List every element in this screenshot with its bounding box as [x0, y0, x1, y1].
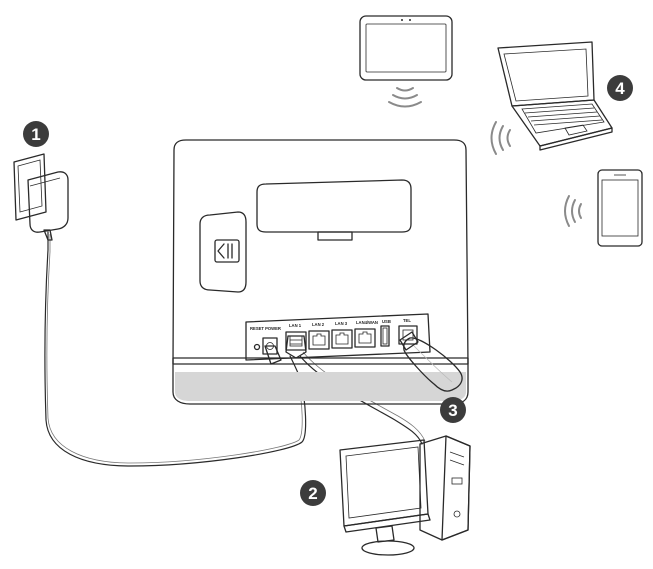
computer-monitor-screen — [346, 447, 421, 518]
port-label-tel: TEL — [403, 318, 411, 323]
laptop — [492, 42, 613, 154]
router-slot-tab — [318, 232, 352, 240]
port-label-lan1: LAN 1 — [289, 323, 302, 328]
laptop-touchpad — [565, 125, 587, 135]
port-label-lan3: LAN 3 — [335, 321, 348, 326]
port-label-lan2: LAN 2 — [312, 322, 325, 327]
laptop-edge — [540, 128, 612, 150]
desktop-computer — [340, 436, 470, 555]
tablet-screen — [366, 24, 446, 72]
step-badge-2: 2 — [300, 480, 326, 506]
smartphone — [565, 170, 642, 246]
laptop-wireless-icon — [492, 122, 511, 154]
lan2-port[interactable] — [309, 331, 329, 349]
step-badge-2-number: 2 — [308, 484, 317, 503]
router: RESET POWER LAN 1 LAN 2 LAN 3 LAN4/WAN U… — [173, 140, 468, 404]
laptop-screen — [504, 49, 588, 101]
lan4-wan-port[interactable] — [355, 329, 375, 347]
router-rear-slot — [257, 180, 411, 232]
port-label-lan4-wan: LAN4/WAN — [356, 320, 378, 325]
step-badge-4: 4 — [607, 75, 633, 101]
computer-stand-base — [362, 541, 414, 555]
step-badge-3-number: 3 — [448, 401, 457, 420]
step-badge-3: 3 — [440, 397, 466, 423]
reset-pinhole[interactable] — [255, 345, 260, 350]
tablet-wireless-icon — [389, 88, 421, 107]
ethernet-plug — [286, 336, 306, 358]
port-label-usb: USB — [382, 319, 391, 324]
computer-stand — [376, 526, 394, 542]
lan1-port[interactable] — [286, 332, 306, 350]
router-base-band — [175, 372, 466, 401]
step-badge-1-number: 1 — [31, 125, 40, 144]
power-adapter — [14, 154, 68, 240]
usb-port[interactable] — [381, 326, 389, 346]
battery-cover-icon — [215, 240, 239, 262]
tablet — [360, 16, 452, 107]
power-cable-inner — [47, 234, 302, 463]
tablet-frame — [360, 16, 452, 80]
step-badge-4-number: 4 — [615, 79, 625, 98]
step-badge-1: 1 — [23, 121, 49, 147]
phone-wireless-icon — [565, 196, 581, 226]
phone-frame — [598, 170, 642, 246]
port-label-reset-power: RESET POWER — [250, 326, 281, 331]
phone-screen — [602, 180, 638, 236]
lan3-port[interactable] — [332, 330, 352, 348]
